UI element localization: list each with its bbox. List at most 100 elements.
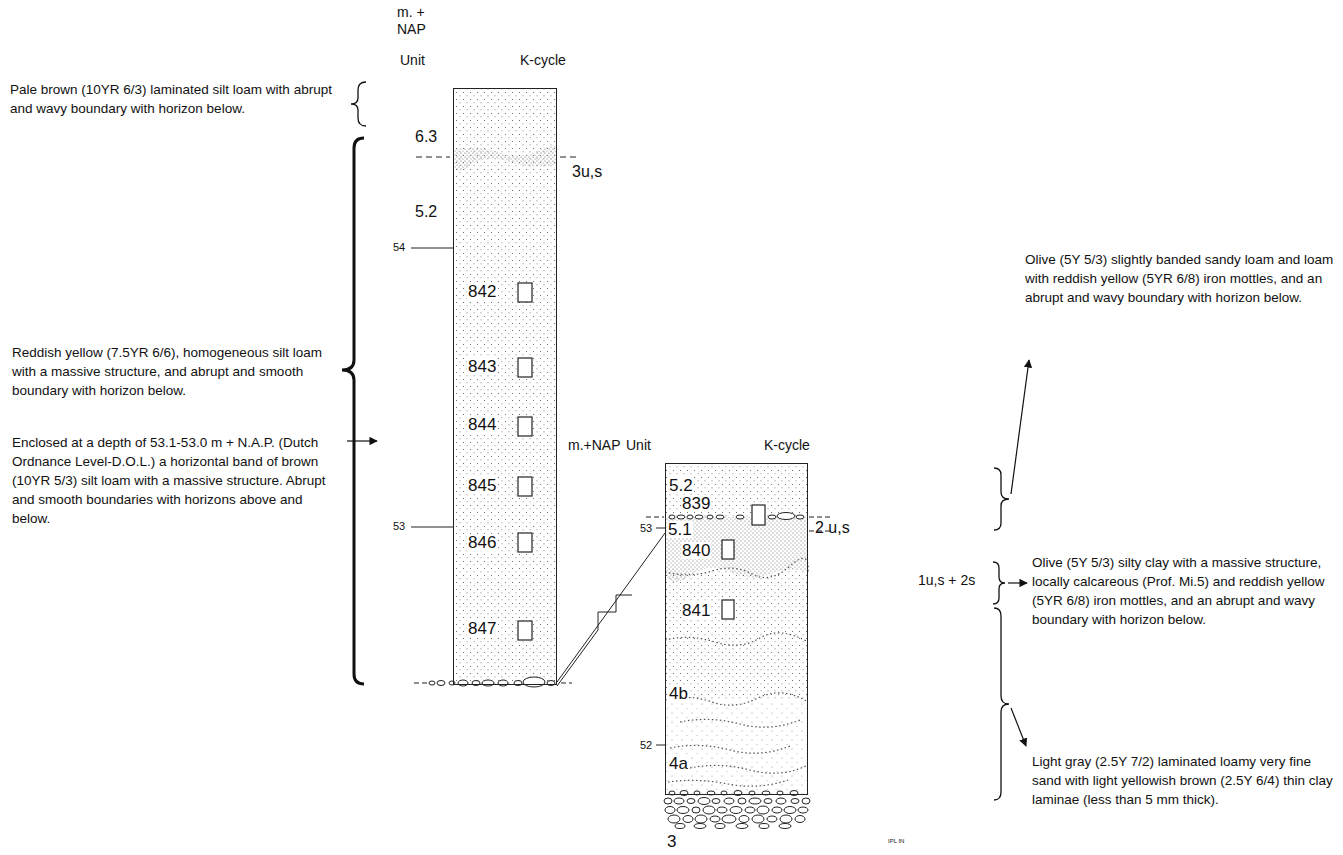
brace bbox=[993, 562, 1005, 604]
gravel bbox=[716, 515, 724, 519]
horizon-description: Pale brown (10YR 6/3) laminated silt loa… bbox=[10, 80, 332, 118]
gravel bbox=[687, 515, 693, 519]
gravel bbox=[715, 824, 725, 829]
sample-number: 847 bbox=[467, 620, 497, 637]
sample-box bbox=[518, 621, 532, 640]
column-heading: K-cycle bbox=[764, 437, 810, 453]
brace bbox=[994, 608, 1009, 800]
gravel bbox=[717, 807, 727, 813]
gravel bbox=[798, 807, 808, 813]
gravel bbox=[791, 799, 799, 804]
gravel bbox=[665, 807, 675, 814]
gravel bbox=[736, 824, 748, 829]
unit-boundary bbox=[561, 682, 572, 683]
unit-number: 6.3 bbox=[415, 128, 437, 146]
correlation-step-line bbox=[557, 595, 632, 686]
gravel bbox=[795, 816, 805, 823]
brace bbox=[342, 138, 364, 684]
gravel bbox=[664, 798, 672, 804]
horizon-description: Enclosed at a depth of 53.1-53.0 m + N.A… bbox=[12, 433, 334, 528]
sample-box bbox=[518, 533, 532, 552]
axis-heading: m.+NAP bbox=[568, 437, 621, 453]
gravel bbox=[698, 798, 710, 805]
sample-number: 841 bbox=[681, 602, 711, 619]
unit-boundary bbox=[416, 156, 450, 157]
depth-label: 54 bbox=[393, 241, 405, 254]
gravel bbox=[694, 824, 706, 829]
gravel bbox=[677, 515, 685, 519]
gravel bbox=[677, 807, 689, 814]
sample-box bbox=[518, 283, 532, 302]
gravel bbox=[458, 680, 468, 686]
gravel bbox=[730, 807, 742, 814]
horizon-description: Olive (5Y 5/3) silty clay with a massive… bbox=[1032, 553, 1337, 629]
gravel bbox=[722, 815, 736, 823]
laminae bbox=[690, 765, 806, 773]
gravel bbox=[429, 677, 555, 687]
depth-label: 53 bbox=[393, 520, 405, 533]
gravel bbox=[687, 799, 695, 804]
gravel bbox=[695, 515, 703, 519]
laminae bbox=[665, 633, 808, 645]
gravel bbox=[703, 806, 715, 814]
unit-boundary bbox=[809, 516, 832, 517]
gravel bbox=[779, 824, 791, 829]
gravel bbox=[738, 798, 746, 804]
column-heading: K-cycle bbox=[520, 52, 566, 68]
horizon-description: Light gray (2.5Y 7/2) laminated loamy ve… bbox=[1032, 752, 1337, 809]
gravel bbox=[768, 515, 776, 519]
laminae bbox=[665, 558, 808, 577]
gravel bbox=[674, 798, 684, 804]
unit-boundary bbox=[646, 516, 664, 517]
gravel bbox=[776, 798, 786, 804]
gravel bbox=[777, 513, 795, 520]
unit-4a-stipple bbox=[665, 700, 808, 795]
laminae bbox=[670, 745, 790, 753]
unit-number: 5.2 bbox=[668, 477, 694, 494]
sample-number: 840 bbox=[681, 542, 711, 559]
depth-tick bbox=[656, 745, 665, 746]
unit-number: 4a bbox=[668, 755, 689, 772]
gravel bbox=[669, 513, 804, 520]
correlation-line bbox=[557, 533, 665, 682]
unit-number: 3 bbox=[667, 832, 676, 852]
gravel bbox=[767, 816, 777, 822]
gravel bbox=[802, 798, 810, 804]
sample-box bbox=[518, 417, 532, 436]
gravel bbox=[710, 816, 720, 822]
depth-tick bbox=[411, 248, 453, 249]
sample-number: 839 bbox=[681, 495, 711, 512]
gravel bbox=[784, 807, 796, 814]
depth-tick bbox=[411, 527, 453, 528]
sample-box bbox=[518, 477, 532, 496]
scan-mark: IPL IN bbox=[888, 838, 904, 845]
column-heading: Unit bbox=[400, 52, 425, 68]
gravel bbox=[429, 681, 435, 685]
horizon-description: Reddish yellow (7.5YR 6/6), homogeneous … bbox=[12, 343, 334, 400]
brace bbox=[351, 82, 366, 126]
unit-4b-stipple bbox=[665, 568, 808, 700]
gravel bbox=[759, 824, 769, 829]
depth-label: 52 bbox=[640, 739, 652, 752]
column-heading: Unit bbox=[626, 437, 651, 453]
unit-number: 4b bbox=[668, 685, 689, 702]
gravel bbox=[757, 806, 769, 814]
laminae bbox=[680, 719, 800, 727]
gravel bbox=[745, 807, 755, 813]
unit-number: 5.1 bbox=[667, 521, 693, 538]
unit-number: 5.2 bbox=[415, 203, 437, 221]
leader-arrow bbox=[1011, 708, 1026, 746]
leader-arrow bbox=[347, 440, 377, 441]
gravel bbox=[683, 816, 693, 823]
sample-number: 843 bbox=[467, 358, 497, 375]
soil-column: 5.2839 5.1 840 841 4b 4a bbox=[665, 463, 808, 795]
sample-number: 845 bbox=[467, 477, 497, 494]
gravel bbox=[669, 515, 675, 519]
gravel bbox=[664, 791, 810, 829]
sample-box bbox=[722, 540, 734, 559]
gravel bbox=[752, 815, 764, 823]
leader-arrow bbox=[1008, 582, 1027, 583]
